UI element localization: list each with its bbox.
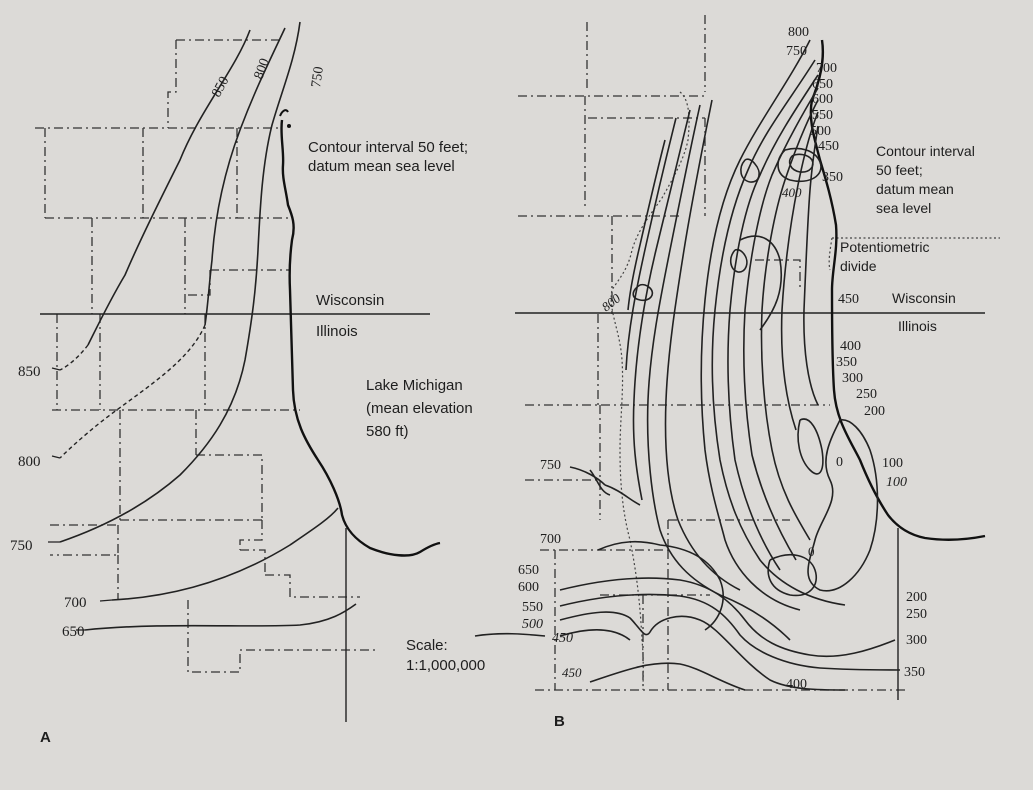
contour-label-left-3: 500 bbox=[522, 617, 543, 632]
contour-label-400-bottom-b: 400 bbox=[786, 677, 807, 692]
potentiometric-divide bbox=[610, 91, 1000, 691]
panel-a-state-illinois: Illinois bbox=[316, 323, 358, 340]
contour-label-750-top: 750 bbox=[309, 66, 327, 89]
contour-label-0-a: 0 bbox=[836, 455, 843, 470]
lake-label-line2: (mean elevation bbox=[366, 400, 473, 417]
panel-a-state-wisconsin: Wisconsin bbox=[316, 292, 384, 309]
panel-b-note-line3: datum mean bbox=[876, 181, 954, 197]
contour-label-left-2: 550 bbox=[522, 600, 543, 615]
panel-a-map: 850 800 750 850 800 750 700 650 Contour … bbox=[10, 21, 485, 746]
panel-b-note-line1: Contour interval bbox=[876, 143, 975, 159]
contour-800-dashed-a bbox=[59, 324, 206, 459]
contour-label-left-0: 650 bbox=[518, 563, 539, 578]
contour-label-350-b: 350 bbox=[822, 170, 843, 185]
panel-a-note-line2: datum mean sea level bbox=[308, 158, 455, 175]
contour-label-mid-3: 250 bbox=[856, 387, 877, 402]
contour-label-400-top-b: 400 bbox=[782, 185, 802, 200]
contour-label-700: 700 bbox=[64, 595, 87, 611]
lake-label-line1: Lake Michigan bbox=[366, 377, 463, 394]
divide-label-line2: divide bbox=[840, 258, 877, 274]
lake-michigan-shoreline-a bbox=[280, 119, 441, 557]
panel-b-state-illinois: Illinois bbox=[898, 318, 937, 334]
contour-650-a bbox=[84, 603, 357, 631]
county-boundaries-a bbox=[35, 39, 375, 673]
contour-label-top-7: 450 bbox=[818, 139, 839, 154]
scale-label-line2: 1:1,000,000 bbox=[406, 657, 485, 674]
panel-a-letter: A bbox=[40, 729, 51, 746]
contour-850-dashed-a bbox=[59, 344, 89, 371]
mid-contour-label-stack: 400 350 300 250 200 bbox=[836, 339, 885, 419]
right-contour-label-stack: 200 250 300 350 bbox=[904, 590, 927, 680]
left-contour-label-stack: 650 600 550 500 bbox=[518, 563, 543, 632]
panel-b-state-wisconsin: Wisconsin bbox=[892, 290, 956, 306]
contour-label-top-0: 800 bbox=[788, 25, 809, 40]
contour-label-top-5: 550 bbox=[812, 108, 833, 123]
panel-b-map: 800 750 700 650 600 550 500 450 350 400 … bbox=[474, 15, 1000, 730]
divide-label-line1: Potentiometric bbox=[840, 239, 929, 255]
contour-label-top-1: 750 bbox=[786, 44, 807, 59]
contour-700-a bbox=[111, 507, 339, 601]
contour-label-top-4: 600 bbox=[812, 92, 833, 107]
lake-michigan-shoreline-b bbox=[809, 39, 986, 541]
contour-label-750-b: 750 bbox=[540, 458, 561, 473]
panel-b-note-line2: 50 feet; bbox=[876, 162, 923, 178]
contour-label-700-b: 700 bbox=[540, 532, 561, 547]
contour-label-right-1: 250 bbox=[906, 607, 927, 622]
panel-b-letter: B bbox=[554, 713, 565, 730]
contour-label-right-3: 350 bbox=[904, 665, 925, 680]
contour-label-mid-4: 200 bbox=[864, 404, 885, 419]
contour-label-top-6: 500 bbox=[810, 124, 831, 139]
contour-label-right-2: 300 bbox=[906, 633, 927, 648]
contour-label-450-state-b: 450 bbox=[838, 292, 859, 307]
panel-a-note-line1: Contour interval 50 feet; bbox=[308, 139, 468, 156]
scale-label-line1: Scale: bbox=[406, 637, 448, 654]
contour-label-mid-0: 400 bbox=[840, 339, 861, 354]
contour-850-a bbox=[87, 29, 251, 346]
top-contour-label-stack: 800 750 700 650 600 550 500 450 bbox=[786, 25, 839, 154]
contour-label-750-left: 750 bbox=[10, 538, 33, 554]
contour-label-650: 650 bbox=[62, 624, 85, 640]
contour-label-800-left-b: 800 bbox=[599, 290, 624, 314]
contour-label-right-0: 200 bbox=[906, 590, 927, 605]
panel-b-note-line4: sea level bbox=[876, 200, 931, 216]
contour-label-800-top: 800 bbox=[252, 57, 273, 82]
contour-label-top-2: 700 bbox=[816, 61, 837, 76]
contour-bundle-b bbox=[474, 39, 901, 691]
contour-label-800-left: 800 bbox=[18, 454, 41, 470]
contour-label-450-a-b: 450 bbox=[552, 631, 573, 646]
contour-label-mid-2: 300 bbox=[842, 371, 863, 386]
contour-label-mid-1: 350 bbox=[836, 355, 857, 370]
contour-label-850-left: 850 bbox=[18, 364, 41, 380]
contour-label-450-b-b: 450 bbox=[562, 665, 582, 680]
contour-label-100-a: 100 bbox=[882, 456, 903, 471]
contour-label-left-1: 600 bbox=[518, 580, 539, 595]
contour-label-0-b: 0 bbox=[808, 544, 815, 559]
lake-label-line3: 580 ft) bbox=[366, 423, 409, 440]
contour-800-a bbox=[204, 27, 286, 326]
contour-label-850-top: 850 bbox=[209, 74, 232, 100]
contour-label-100-b: 100 bbox=[886, 475, 907, 490]
contour-750-a bbox=[59, 21, 301, 543]
contour-label-top-3: 650 bbox=[812, 77, 833, 92]
